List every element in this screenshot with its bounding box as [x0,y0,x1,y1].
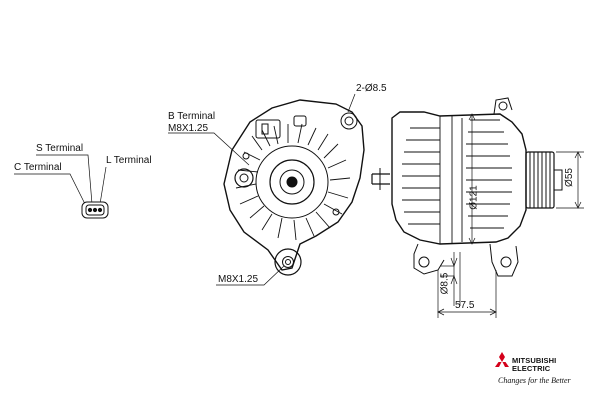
dim-length-label: 57.5 [455,300,475,311]
label-b-terminal: B Terminal [168,111,216,122]
label-hole-dia: 2-Ø8.5 [356,83,387,94]
label-l-terminal: L Terminal [106,155,152,166]
fin-lines [402,116,512,244]
dim-hole [440,252,461,306]
dim-length [437,270,497,318]
brand-name-line2: ELECTRIC [512,364,551,373]
dim-hole-label: Ø8.5 [439,272,451,295]
terminal-leaders [14,154,107,207]
brand-name: MITSUBISHI ELECTRIC [512,357,556,373]
label-b-thread: M8X1.25 [168,123,209,134]
dim-body [468,113,476,245]
dim-pulley-label: Ø55 [563,168,575,187]
dim-body-label: Ø121 [468,185,480,210]
dim-pulley [556,151,584,209]
connector-icon [81,201,109,219]
label-c-terminal: C Terminal [14,162,62,173]
brand-tagline: Changes for the Better [498,376,571,385]
brand-logo: MITSUBISHI ELECTRIC Changes for the Bett… [494,352,594,392]
label-m-thread: M8X1.25 [218,274,259,285]
brand-name-line1: MITSUBISHI [512,356,557,365]
diamonds-icon [495,352,509,367]
pulley [525,151,563,209]
label-s-terminal: S Terminal [36,143,84,154]
